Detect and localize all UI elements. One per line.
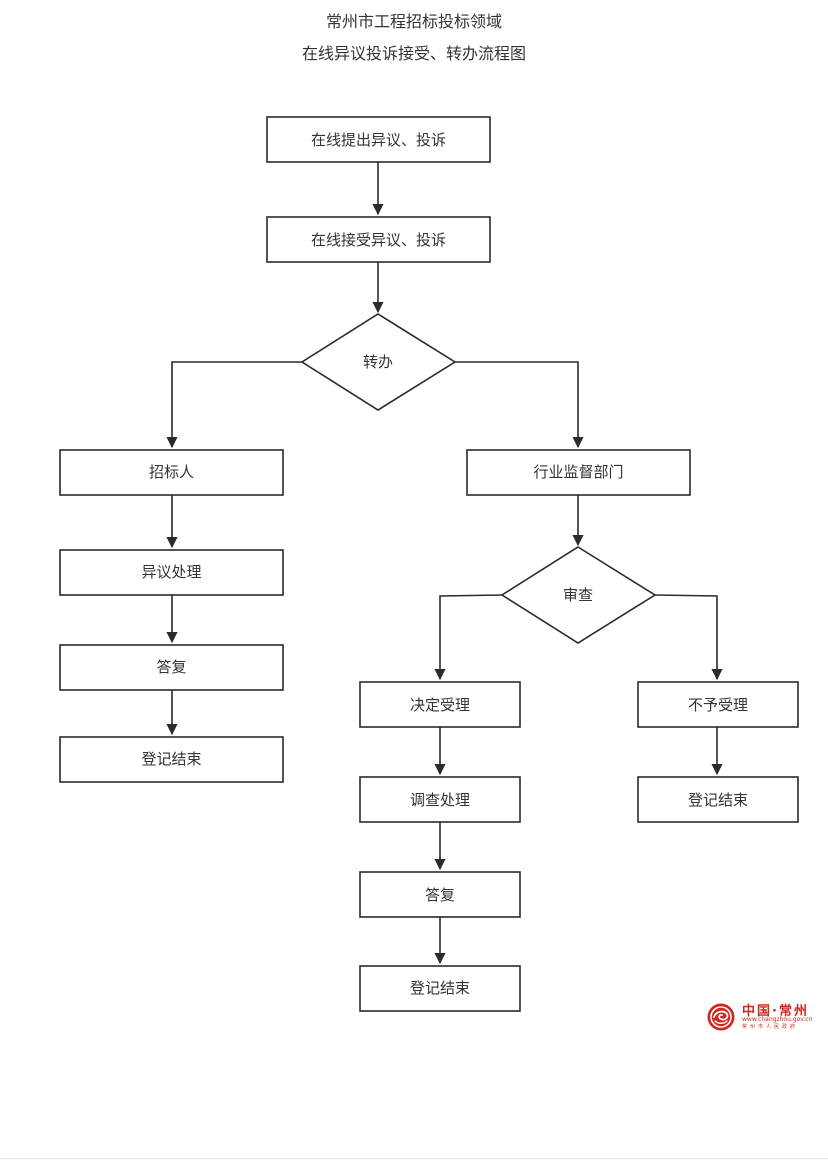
node-transfer-label: 转办 (363, 353, 393, 371)
node-end-mid-label: 登记结束 (410, 979, 470, 997)
edge-review-to-decide-accept (434, 594, 503, 681)
node-reply-mid-label: 答复 (425, 886, 455, 904)
node-reply-mid: 答复 (359, 871, 521, 918)
node-accept: 在线接受异议、投诉 (266, 216, 491, 263)
node-objection-label: 异议处理 (141, 563, 201, 581)
flow-edges (166, 162, 723, 965)
node-end-mid: 登记结束 (359, 965, 521, 1012)
bottom-divider (0, 1158, 828, 1159)
diagram-title-line-1: 常州市工程招标投标领域 (325, 12, 502, 31)
edge-transfer-to-tenderer (166, 361, 302, 449)
node-tenderer-label: 招标人 (149, 463, 194, 481)
node-reject-label: 不予受理 (688, 696, 748, 714)
node-decide-accept: 决定受理 (359, 681, 521, 728)
node-end-left-label: 登记结束 (141, 750, 201, 768)
logo-name: 中国·常州 (742, 1004, 809, 1019)
node-objection: 异议处理 (59, 549, 284, 596)
node-accept-label: 在线接受异议、投诉 (311, 231, 446, 249)
node-review-label: 审查 (563, 586, 593, 604)
node-tenderer: 招标人 (59, 449, 284, 496)
node-end-right-label: 登记结束 (688, 791, 748, 809)
node-reply-left: 答复 (59, 644, 284, 691)
logo-subtitle: 常州市人民政府 (742, 1024, 799, 1030)
node-reject: 不予受理 (637, 681, 799, 728)
node-transfer-decision: 转办 (300, 313, 457, 411)
node-submit-label: 在线提出异议、投诉 (311, 131, 446, 149)
node-supervisor-label: 行业监督部门 (533, 463, 623, 481)
node-submit: 在线提出异议、投诉 (266, 116, 491, 163)
changzhou-gov-logo: 中国·常州 www.changzhou.gov.cn 常州市人民政府 (706, 1000, 828, 1034)
changzhou-emblem-icon (707, 1003, 735, 1031)
node-investigate: 调查处理 (359, 776, 521, 823)
node-supervisor: 行业监督部门 (466, 449, 691, 496)
node-investigate-label: 调查处理 (410, 791, 470, 809)
edge-review-to-reject (654, 594, 723, 681)
diagram-title-line-2: 在线异议投诉接受、转办流程图 (301, 44, 526, 63)
node-decide-accept-label: 决定受理 (410, 696, 470, 714)
node-review-decision: 审查 (500, 546, 657, 644)
edge-transfer-to-supervisor (455, 361, 584, 449)
logo-url: www.changzhou.gov.cn (742, 1016, 813, 1023)
node-end-right: 登记结束 (637, 776, 799, 823)
node-end-left: 登记结束 (59, 736, 284, 783)
node-reply-left-label: 答复 (156, 658, 186, 676)
